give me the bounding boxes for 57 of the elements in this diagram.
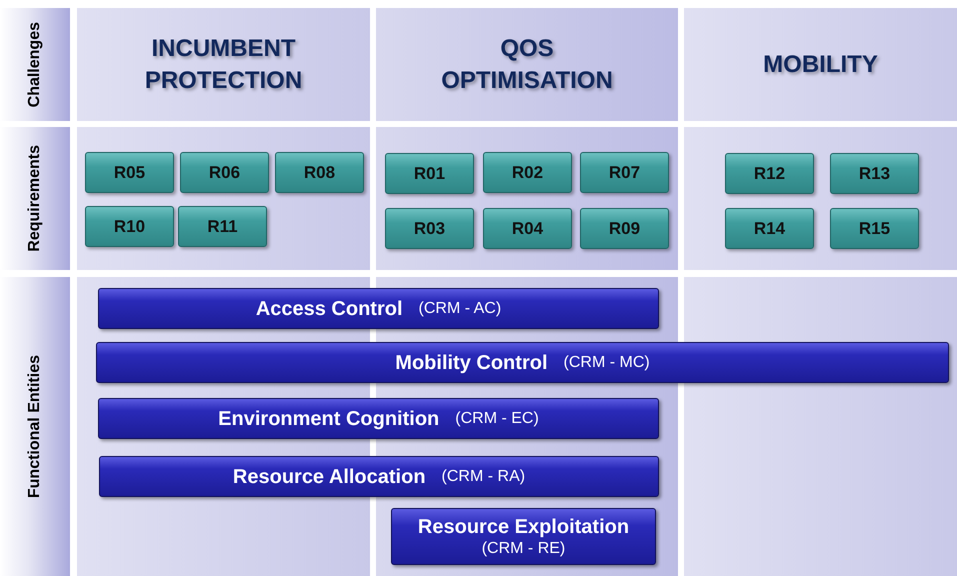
requirements-cell — [376, 127, 678, 270]
requirement-box — [85, 206, 174, 247]
entity-name: Mobility Control — [395, 350, 548, 374]
requirement-id: R06 — [208, 162, 240, 184]
requirement-box — [178, 206, 267, 247]
requirement-id: R02 — [512, 162, 544, 184]
requirement-id: R08 — [304, 162, 336, 184]
requirement-box — [830, 153, 919, 194]
entity-name: Access Control — [256, 296, 403, 320]
functional-entity-bar — [98, 288, 659, 329]
functional-entity-bar — [96, 342, 949, 383]
challenge-cell — [376, 8, 678, 121]
challenge-cell — [684, 8, 957, 121]
requirement-id: R05 — [114, 162, 146, 184]
requirement-id: R13 — [858, 162, 890, 185]
functional-entity-bar — [98, 398, 659, 439]
row-header: Challenges — [25, 22, 44, 108]
requirement-box — [180, 152, 269, 193]
requirement-box — [725, 153, 814, 194]
entity-code: (CRM - MC) — [564, 352, 650, 372]
row-header: Requirements — [25, 145, 44, 252]
challenge-title: INCUMBENT PROTECTION — [144, 34, 304, 96]
requirement-box — [580, 208, 669, 249]
requirement-box — [385, 153, 474, 194]
entity-name: Resource Allocation — [232, 464, 426, 488]
challenge-title: MOBILITY — [763, 50, 878, 80]
requirement-id: R04 — [512, 218, 544, 240]
requirements-cell — [684, 127, 957, 270]
functional-entity-bar — [99, 456, 659, 497]
challenge-title: QOS OPTIMISATION — [440, 34, 614, 96]
requirement-box — [85, 152, 174, 193]
requirement-id: R01 — [414, 162, 446, 185]
entity-code: (CRM - EC) — [455, 408, 539, 428]
requirement-id: R14 — [754, 218, 786, 240]
requirement-id: R10 — [114, 216, 146, 238]
entity-name: Environment Cognition — [218, 406, 440, 430]
requirement-box — [483, 208, 572, 249]
entity-name: Resource Exploitation — [418, 514, 630, 538]
requirement-box — [275, 152, 364, 193]
requirement-box — [580, 152, 669, 193]
requirement-id: R15 — [858, 218, 890, 240]
requirement-box — [483, 152, 572, 193]
entity-code: (CRM - RA) — [442, 466, 526, 486]
row-header: Functional Entities — [25, 354, 44, 498]
challenge-cell — [77, 8, 370, 121]
requirement-box — [830, 208, 919, 249]
functional-entity-bar — [391, 508, 656, 565]
requirement-box — [385, 208, 474, 249]
requirement-id: R12 — [754, 162, 786, 185]
requirement-id: R09 — [608, 218, 640, 240]
requirement-id: R11 — [207, 216, 238, 238]
requirement-box — [725, 208, 814, 249]
requirement-id: R07 — [608, 162, 640, 184]
entity-code: (CRM - RE) — [482, 538, 566, 558]
entity-code: (CRM - AC) — [418, 298, 502, 318]
requirement-id: R03 — [414, 218, 446, 240]
requirements-cell — [77, 127, 370, 270]
